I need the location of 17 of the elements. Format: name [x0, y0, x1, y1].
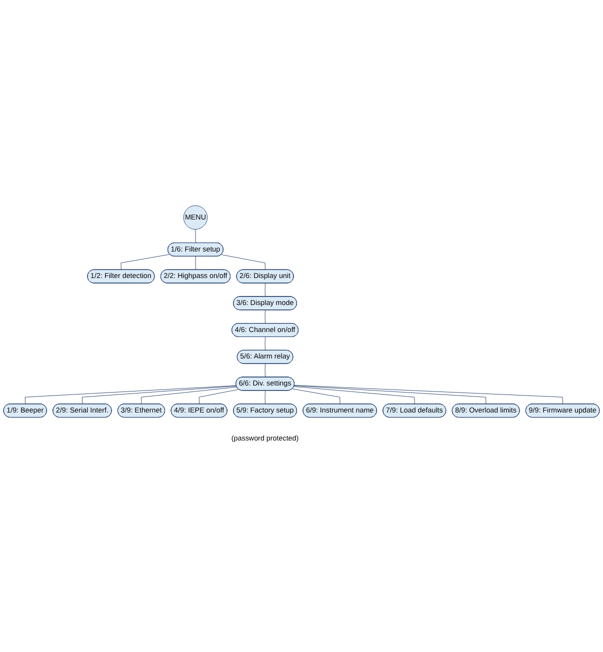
- connector: [198, 388, 239, 404]
- connector: [264, 336, 266, 350]
- connector: [82, 386, 237, 404]
- connector: [221, 254, 266, 270]
- connector: [292, 388, 340, 404]
- connector: [264, 282, 266, 297]
- connector: [264, 390, 266, 404]
- connector: [294, 386, 415, 404]
- connector: [294, 384, 564, 404]
- connector: [195, 228, 196, 244]
- connector: [120, 254, 170, 270]
- connector: [24, 385, 236, 404]
- connector: [294, 385, 486, 404]
- connector: [141, 386, 237, 404]
- connector: [264, 310, 266, 324]
- connector: [195, 256, 196, 270]
- connector: [264, 363, 266, 378]
